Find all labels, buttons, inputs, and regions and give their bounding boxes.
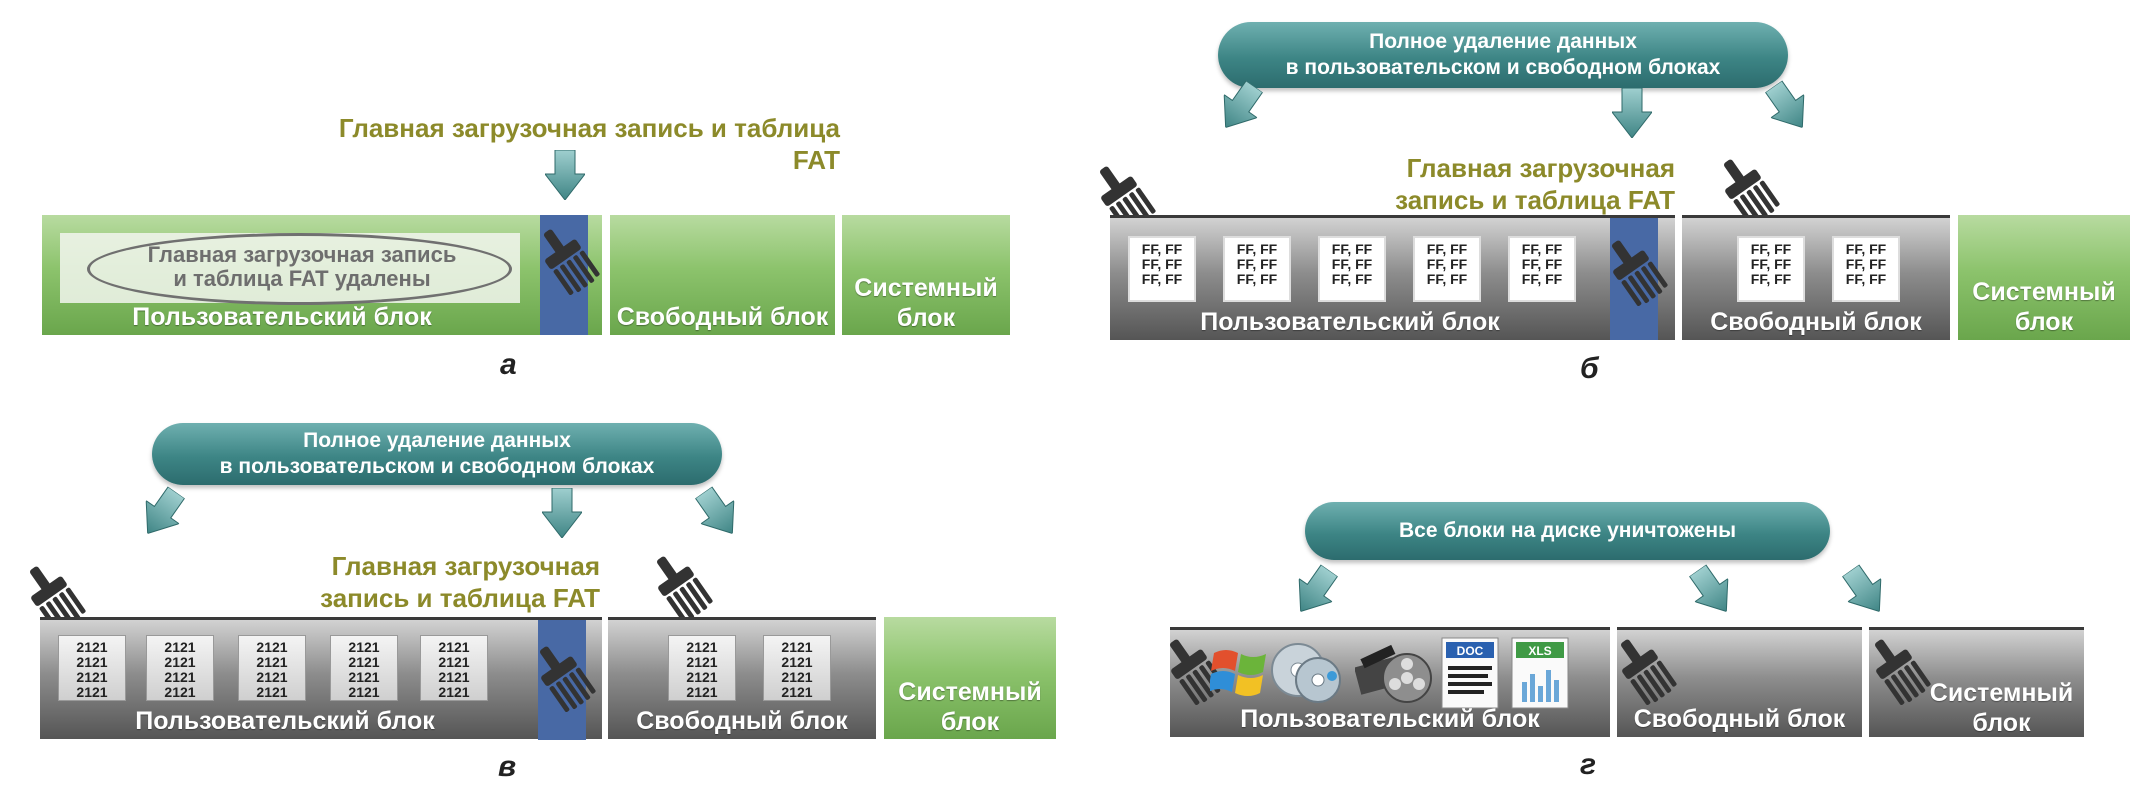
user-block-label: Пользовательский блок	[1240, 705, 1540, 733]
down-arrow-icon	[545, 150, 585, 200]
down-arrow-icon	[1284, 559, 1345, 623]
down-arrow-icon	[1612, 88, 1652, 138]
user-block-label: Пользовательский блок	[1200, 308, 1500, 336]
caption-b: б	[1580, 352, 1599, 385]
user-block-label: Пользовательский блок	[135, 707, 435, 735]
mbr-fat-label-a: Главная загрузочная запись и таблица FAT	[338, 113, 840, 175]
down-arrow-icon	[1681, 559, 1742, 623]
broom-icon	[645, 552, 715, 622]
free-block-a: Свободный блок	[610, 215, 835, 335]
down-arrow-icon	[687, 481, 748, 545]
xls-file-icon: XLS	[1511, 637, 1569, 709]
caption-g: г	[1580, 748, 1597, 781]
free-block-g: Свободный блок	[1617, 627, 1862, 737]
deleted-ellipse	[87, 233, 512, 305]
down-arrow-icon	[131, 481, 192, 545]
windows-logo-icon	[1210, 650, 1266, 696]
broom-icon	[532, 225, 602, 295]
svg-text:DOC: DOC	[1457, 644, 1484, 658]
destroyed-pill: Все блоки на диске уничтожены	[1305, 502, 1830, 560]
free-block-label: Свободный блок	[636, 707, 848, 735]
broom-icon	[1600, 236, 1670, 306]
broom-icon	[528, 642, 598, 712]
user-block-g: DOC XLS Пользовательский блок	[1170, 627, 1610, 737]
svg-text:XLS: XLS	[1528, 644, 1551, 658]
film-reel-icon	[1355, 644, 1432, 703]
caption-a: а	[500, 348, 517, 381]
down-arrow-icon	[1834, 559, 1895, 623]
broom-icon	[1609, 635, 1679, 705]
down-arrow-icon	[542, 488, 582, 538]
free-block-label: Свободный блок	[616, 303, 829, 331]
doc-file-icon: DOC	[1441, 637, 1499, 709]
caption-v: в	[498, 750, 517, 783]
disc-icon	[1271, 643, 1341, 703]
free-block-label: Свободный блок	[1633, 705, 1846, 733]
free-block-label: Свободный блок	[1710, 308, 1922, 336]
user-block-label: Пользовательский блок	[132, 303, 432, 331]
